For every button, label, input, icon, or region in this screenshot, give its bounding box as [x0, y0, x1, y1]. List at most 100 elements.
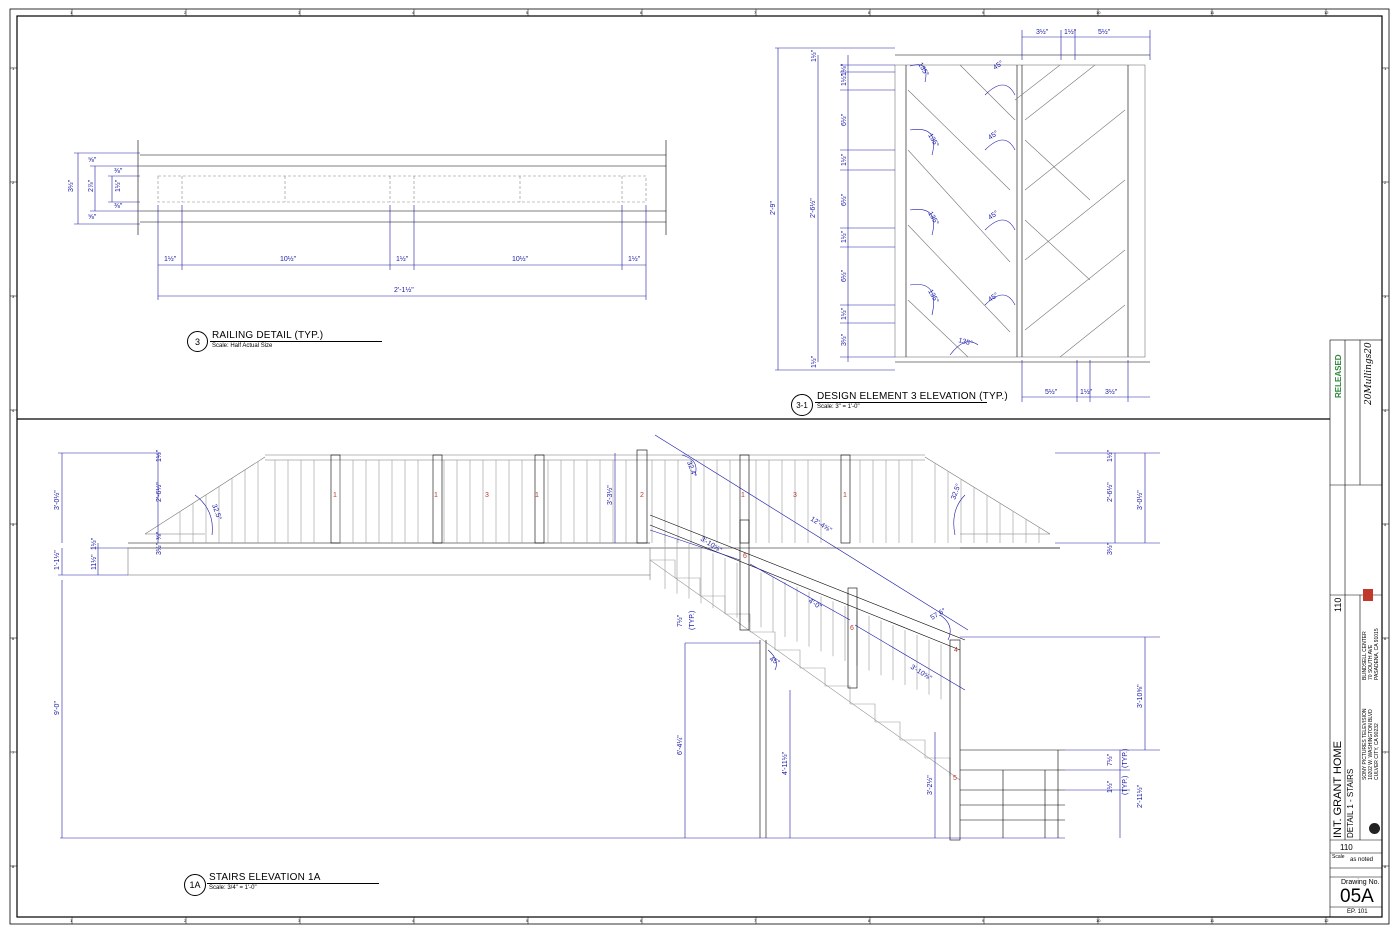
angle-6: 45°: [987, 209, 1000, 222]
design-element-scale: Scale: 3" = 1'-0": [817, 404, 860, 410]
logo-seal: [1369, 823, 1380, 834]
railing-detail-title: RAILING DETAIL (TYP.): [212, 330, 324, 341]
angle-left: 32.5°: [210, 503, 223, 521]
component-tag: 1: [843, 492, 847, 499]
dim-v8: 1½": [840, 307, 848, 320]
dim-span-a: 10½": [280, 255, 297, 263]
tick-label-left: 4: [12, 408, 15, 413]
dim-floor: 9'-0": [54, 701, 61, 715]
tick-label-top: 11: [1210, 10, 1215, 15]
tick-label-left: 5: [12, 522, 15, 527]
component-tag: 6: [743, 553, 747, 560]
component-tag: 5: [953, 775, 957, 782]
dim-post-low: 4'-11½": [781, 751, 789, 775]
dim-slab-b: 1½": [90, 537, 98, 550]
tick-label-bottom: 4: [412, 918, 415, 923]
dim-land-typ: (TYP.): [1122, 749, 1129, 768]
dim-right-top: 1½": [1106, 449, 1114, 462]
design-element-dimensions: [775, 30, 1151, 402]
tick-label-left: 6: [12, 636, 15, 641]
tick-label-bottom: 3: [298, 918, 301, 923]
component-tag: 3: [793, 492, 797, 499]
tick-label-top: 10: [1096, 10, 1101, 15]
dim-left-total: 3'-0½": [53, 490, 61, 510]
dim-right-low: 3'-10⅝": [1137, 684, 1144, 708]
dim-v1: 1⅛": [841, 63, 848, 76]
railing-detail-dimensions: [74, 152, 647, 300]
title-block-frame: [1329, 339, 1383, 918]
design-element-drawing: [894, 54, 1150, 363]
tick-label-right: 3: [1384, 294, 1387, 299]
dim-riser: 7½": [676, 614, 684, 627]
dim-newel: 3'-3½": [606, 485, 614, 505]
dim-top-a: 3½": [1036, 28, 1049, 36]
stairs-dimensions: [58, 434, 1160, 838]
tick-label-bottom: 5: [526, 918, 529, 923]
drawing-label: Drawing No.: [1341, 879, 1380, 886]
dim-sub-bot: ⅜": [114, 203, 123, 210]
released-stamp: RELEASED: [1334, 354, 1343, 398]
stairs-title: STAIRS ELEVATION 1A: [209, 872, 321, 883]
tick-label-top: 9: [982, 10, 985, 15]
dim-bot-a: 5½": [1045, 388, 1058, 396]
angle-1: 135°: [916, 61, 930, 78]
dim-bot-b: 1½": [1080, 388, 1093, 396]
tick-label-right: 8: [1384, 864, 1387, 869]
dim-v6: 1½": [840, 230, 848, 243]
tick-label-bottom: 11: [1210, 918, 1215, 923]
company-address-2: PASADENA, CA 91015: [1374, 628, 1380, 680]
tick-label-bottom: 8: [868, 918, 871, 923]
set-number-small: 110: [1340, 843, 1353, 852]
dim-v5: 6½": [840, 193, 848, 206]
tick-label-bottom: 7: [754, 918, 757, 923]
dim-land-b: 1½": [1106, 780, 1114, 793]
railing-detail-scale: Scale: Half Actual Size: [212, 343, 273, 349]
component-tag: 1: [741, 492, 745, 499]
dim-span-b: 10½": [512, 255, 529, 263]
design-element-title: DESIGN ELEMENT 3 ELEVATION (TYP.): [817, 391, 1008, 402]
stairs-dim-labels: 3'-0½" 1½" 2'-6½" 3½" 1'-1½" 11½" 1½" ⅜"…: [53, 449, 1144, 808]
tick-label-top: 8: [868, 10, 871, 15]
design-element-number: 3-1: [791, 394, 813, 416]
angle-3: 135°: [926, 132, 940, 149]
dim-center: 1½": [114, 179, 122, 192]
dim-slab-c: ⅜": [156, 531, 163, 540]
dim-slab-a: 11½": [90, 554, 98, 570]
scale-label: Scale: [1332, 854, 1345, 860]
tick-label-right: 2: [1384, 180, 1387, 185]
tick-label-bottom: 2: [184, 918, 187, 923]
angle-5: 135°: [926, 210, 940, 227]
dim-bot-c: 3½": [1105, 388, 1118, 396]
component-tag: 1: [434, 492, 438, 499]
dim-post-c: 1½": [628, 255, 641, 263]
dim-slab: 1'-1½": [53, 550, 61, 570]
dim-right-bot: 3½": [1106, 542, 1114, 555]
railing-detail-number: 3: [187, 331, 208, 352]
dim-inner-h: 2'-6½": [809, 198, 817, 218]
stairs-drawing: [60, 449, 1065, 841]
set-number: 110: [1333, 597, 1343, 612]
tick-label-right: 4: [1384, 408, 1387, 413]
component-tag: 1: [333, 492, 337, 499]
tick-label-top: 3: [298, 10, 301, 15]
dim-typ: (TYP.): [689, 611, 696, 630]
dim-right-total: 3'-0½": [1136, 490, 1144, 510]
component-tag: 6: [850, 625, 854, 632]
component-tag: 2: [640, 492, 644, 499]
tick-label-top: 2: [184, 10, 187, 15]
dim-v3: 6½": [840, 113, 848, 126]
angle-bot: 57.6°: [929, 606, 947, 621]
studio-city: CULVER CITY, CA 90232: [1374, 723, 1380, 780]
dim-inner: 2⅞": [88, 179, 95, 192]
drawing-number: 05A: [1340, 886, 1374, 907]
dim-stair-a: 3'-10⅝": [699, 536, 723, 555]
dim-stair-c: 3'-10⅝": [909, 664, 933, 683]
tick-label-bottom: 12: [1324, 918, 1329, 923]
scale-value: as noted: [1350, 857, 1374, 863]
component-tag: 1: [535, 492, 539, 499]
tick-label-top: 7: [754, 10, 757, 15]
angle-9: 135°: [957, 336, 973, 348]
